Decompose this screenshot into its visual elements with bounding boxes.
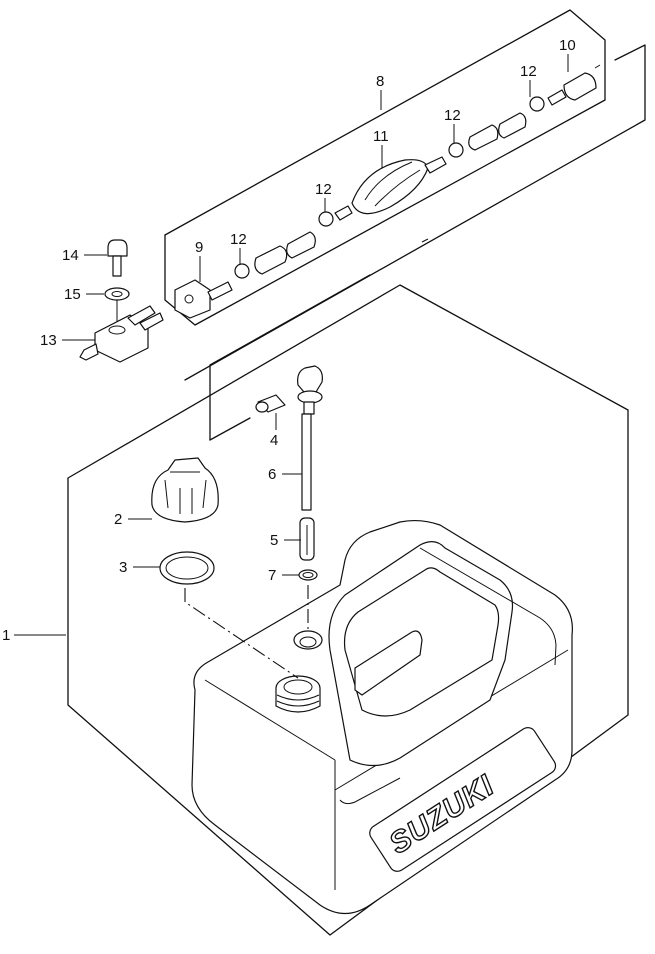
callout-label: 12 bbox=[315, 181, 332, 198]
callout-5[interactable]: 5 bbox=[270, 532, 301, 549]
callout-3[interactable]: 3 bbox=[119, 559, 160, 576]
callout-11[interactable]: 11 bbox=[373, 128, 389, 168]
primer-bulb bbox=[334, 156, 447, 221]
callout-label: 4 bbox=[270, 432, 278, 449]
callout-label: 1 bbox=[2, 627, 10, 644]
bolt bbox=[107, 239, 128, 277]
callout-label: 10 bbox=[559, 37, 576, 54]
callout-2[interactable]: 2 bbox=[114, 511, 152, 528]
callout-label: 12 bbox=[230, 231, 247, 248]
callout-label: 3 bbox=[119, 559, 127, 576]
callout-8[interactable]: 8 bbox=[376, 73, 384, 110]
fuel-tank: SUZUKI bbox=[191, 519, 573, 915]
callout-label: 5 bbox=[270, 532, 278, 549]
hose-clip-4 bbox=[529, 96, 545, 112]
fittings-subframe bbox=[209, 274, 371, 441]
callout-label: 8 bbox=[376, 73, 384, 90]
o-ring-7 bbox=[298, 569, 318, 581]
callout-label: 14 bbox=[62, 247, 79, 264]
callout-label: 6 bbox=[268, 466, 276, 483]
engine-side-connector bbox=[547, 72, 597, 106]
callout-15[interactable]: 15 bbox=[64, 286, 104, 303]
callout-label: 2 bbox=[114, 511, 122, 528]
callout-6[interactable]: 6 bbox=[268, 466, 302, 483]
hose-clip-3 bbox=[448, 142, 464, 158]
callout-12b[interactable]: 12 bbox=[315, 181, 332, 212]
callout-7[interactable]: 7 bbox=[268, 567, 299, 584]
callout-12a[interactable]: 12 bbox=[230, 231, 247, 264]
callout-label: 13 bbox=[40, 332, 57, 349]
hose-segment-2 bbox=[468, 112, 527, 151]
callout-4[interactable]: 4 bbox=[270, 413, 278, 449]
callout-label: 12 bbox=[520, 63, 537, 80]
logo-panel bbox=[369, 727, 557, 872]
tank-side-connector bbox=[174, 279, 233, 319]
callout-12d[interactable]: 12 bbox=[520, 63, 537, 97]
hose-clip-1 bbox=[234, 263, 250, 279]
callout-label: 7 bbox=[268, 567, 276, 584]
hose-clip-2 bbox=[318, 211, 334, 227]
cap-alignment-line bbox=[184, 588, 299, 679]
callout-1[interactable]: 1 bbox=[2, 627, 66, 644]
tank-assembly-frame bbox=[67, 284, 629, 936]
callout-10[interactable]: 10 bbox=[559, 37, 576, 72]
hose-segment-1 bbox=[254, 231, 316, 275]
cap-gasket bbox=[159, 551, 215, 585]
fuel-pickup-pipe bbox=[297, 365, 323, 511]
callout-13[interactable]: 13 bbox=[40, 332, 95, 349]
air-vent-fitting bbox=[255, 394, 286, 413]
callout-label: 9 bbox=[195, 239, 203, 256]
fuel-joint bbox=[79, 305, 164, 363]
washer bbox=[104, 287, 130, 301]
fuel-filter bbox=[299, 517, 315, 561]
fuel-cap bbox=[151, 457, 219, 523]
callout-label: 11 bbox=[373, 128, 389, 145]
callout-14[interactable]: 14 bbox=[62, 247, 107, 264]
callout-label: 15 bbox=[64, 286, 81, 303]
callout-9[interactable]: 9 bbox=[195, 239, 203, 282]
callout-label: 12 bbox=[444, 107, 461, 124]
callout-12c[interactable]: 12 bbox=[444, 107, 461, 143]
